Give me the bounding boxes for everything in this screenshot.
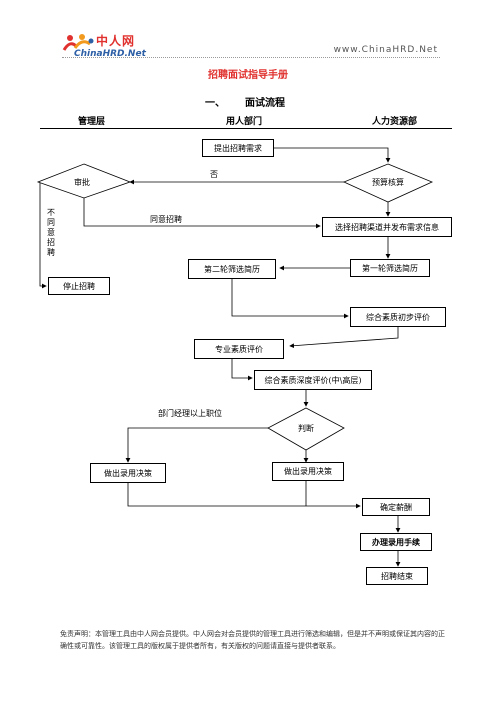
node-submit-request: 提出招聘需求 xyxy=(202,139,274,157)
node-salary: 确定薪酬 xyxy=(362,498,430,516)
node-select-channel: 选择招聘渠道并发布需求信息 xyxy=(322,217,452,237)
edge-approve-to-stop xyxy=(39,182,47,289)
node-first-screen: 第一轮筛选简历 xyxy=(350,259,430,277)
column-header-hr: 人力资源部 xyxy=(372,117,418,127)
edge-professional-to-deep xyxy=(231,358,253,381)
edge-label-no: 否 xyxy=(210,170,218,179)
node-onboarding: 办理录用手续 xyxy=(360,533,432,551)
budget-diamond xyxy=(342,163,434,203)
column-header-divider xyxy=(40,128,452,129)
logo-english-text: ChinaHRD.Net xyxy=(74,49,146,59)
edge-initial-to-professional xyxy=(289,326,399,349)
site-logo: 中人网 ChinaHRD.Net xyxy=(62,32,152,62)
edge-submit-to-budget xyxy=(274,147,391,163)
logo-chinese-text: 中人网 xyxy=(96,34,136,48)
column-header-department: 用人部门 xyxy=(226,117,263,127)
disclaimer-footer: 免责声明：本管理工具由中人网会员提供。中人网会对会员提供的管理工具进行筛选和编辑… xyxy=(60,630,445,650)
edge-mgmt-to-salary xyxy=(127,482,361,509)
column-header-management: 管理层 xyxy=(78,117,106,127)
node-budget-check: 预算核算 xyxy=(372,178,404,187)
section-number: 一、 xyxy=(205,98,225,109)
node-judge: 判断 xyxy=(298,424,314,433)
node-initial-eval: 综合素质初步评价 xyxy=(350,307,446,327)
node-professional-eval: 专业素质评价 xyxy=(194,339,284,359)
approve-diamond xyxy=(36,163,132,199)
logo-people-icon xyxy=(62,34,94,51)
node-decision-department: 做出录用决策 xyxy=(272,462,344,481)
node-decision-management: 做出录用决策 xyxy=(90,463,166,483)
node-end: 招聘结束 xyxy=(366,567,428,585)
edge-label-manager-above: 部门经理以上职位 xyxy=(158,409,222,418)
edge-second-to-initial xyxy=(231,278,349,319)
node-deep-eval: 综合素质深度评价(中\高层) xyxy=(254,370,372,390)
edge-judge-to-mgmt xyxy=(125,427,270,463)
section-title: 面试流程 xyxy=(245,98,285,109)
edge-approve-to-channel xyxy=(83,198,321,229)
header-divider xyxy=(62,57,440,58)
node-second-screen: 第二轮筛选简历 xyxy=(188,259,276,279)
node-approve: 审批 xyxy=(74,178,90,187)
section-heading: 一、 面试流程 xyxy=(205,94,285,109)
document-title: 招聘面试指导手册 xyxy=(208,70,288,81)
node-stop: 停止招聘 xyxy=(48,277,110,295)
edge-label-disagree: 不同意招聘 xyxy=(47,208,55,257)
site-url: www.ChinaHRD.Net xyxy=(333,45,438,55)
edge-label-agree: 同意招聘 xyxy=(150,215,182,224)
judge-diamond xyxy=(267,407,345,451)
